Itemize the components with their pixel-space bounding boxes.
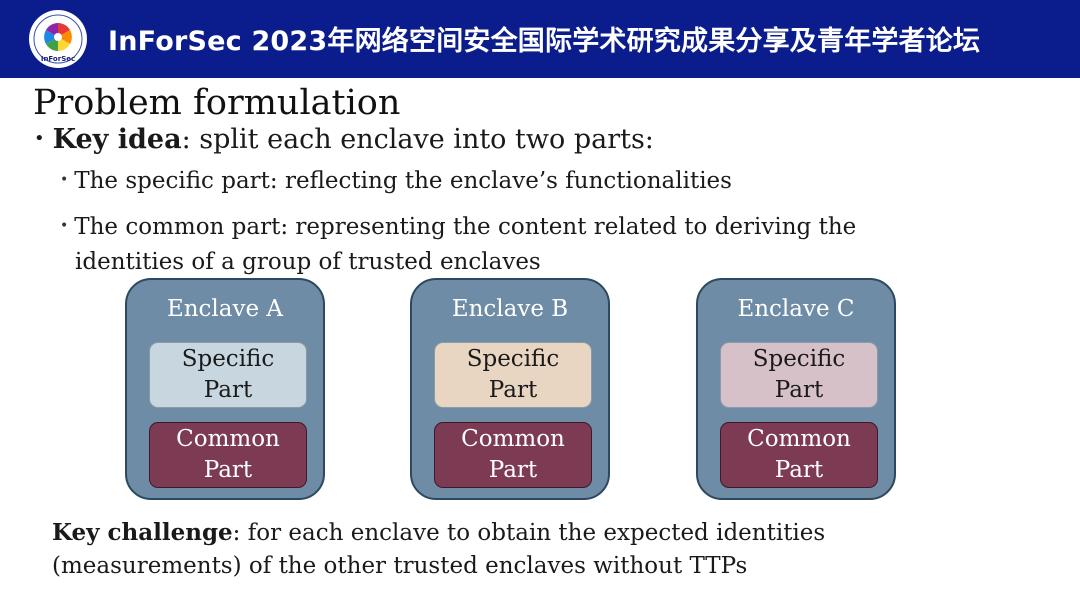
bullet-dot-icon: • — [60, 172, 69, 188]
specific-label-line2: Part — [774, 377, 824, 403]
common-label-line2: Part — [203, 457, 253, 483]
logo-text: InForSec — [41, 55, 75, 63]
header-title: InForSec 2023年网络空间安全国际学术研究成果分享及青年学者论坛 — [108, 26, 981, 57]
common-label-line1: Common — [461, 426, 565, 452]
sub-bullet-common: • The common part: representing the conte… — [60, 209, 856, 280]
specific-label-line1: Specific — [466, 346, 560, 372]
enclave-a-name: Enclave A — [166, 296, 284, 322]
common-label-line2: Part — [488, 457, 538, 483]
common-label-line2: Part — [774, 457, 824, 483]
key-challenge-line1: : for each enclave to obtain the expecte… — [232, 520, 826, 546]
sub-bullet-common-line1: The common part: representing the conten… — [74, 214, 857, 240]
specific-label-line1: Specific — [181, 346, 275, 372]
key-idea-text: : split each enclave into two parts: — [181, 124, 654, 155]
common-label-line1: Common — [176, 426, 280, 452]
inforsec-logo-icon: InForSec — [29, 10, 87, 68]
bullet-dot-icon: • — [34, 128, 45, 149]
key-challenge: Key challenge: for each enclave to obtai… — [52, 516, 825, 583]
bullet-dot-icon: • — [60, 218, 69, 234]
enclave-c-name: Enclave C — [737, 296, 855, 322]
specific-label-line2: Part — [203, 377, 253, 403]
specific-label-line2: Part — [488, 377, 538, 403]
sub-bullet-common-line2: identities of a group of trusted enclave… — [75, 249, 541, 275]
key-idea-label: Key idea — [52, 124, 182, 155]
key-challenge-label: Key challenge — [52, 519, 233, 546]
specific-label-line1: Specific — [752, 346, 846, 372]
slide-title: Problem formulation — [33, 83, 401, 123]
enclave-b-name: Enclave B — [451, 296, 569, 322]
common-label-line1: Common — [747, 426, 851, 452]
sub-bullet-specific-text: The specific part: reflecting the enclav… — [74, 168, 732, 194]
header-bar: InForSec InForSec 2023年网络空间安全国际学术研究成果分享及… — [0, 0, 1080, 78]
key-challenge-line2: (measurements) of the other trusted encl… — [52, 553, 748, 579]
sub-bullet-specific: • The specific part: reflecting the encla… — [60, 168, 732, 194]
key-idea-bullet: • Key idea: split each enclave into two p… — [34, 124, 654, 155]
